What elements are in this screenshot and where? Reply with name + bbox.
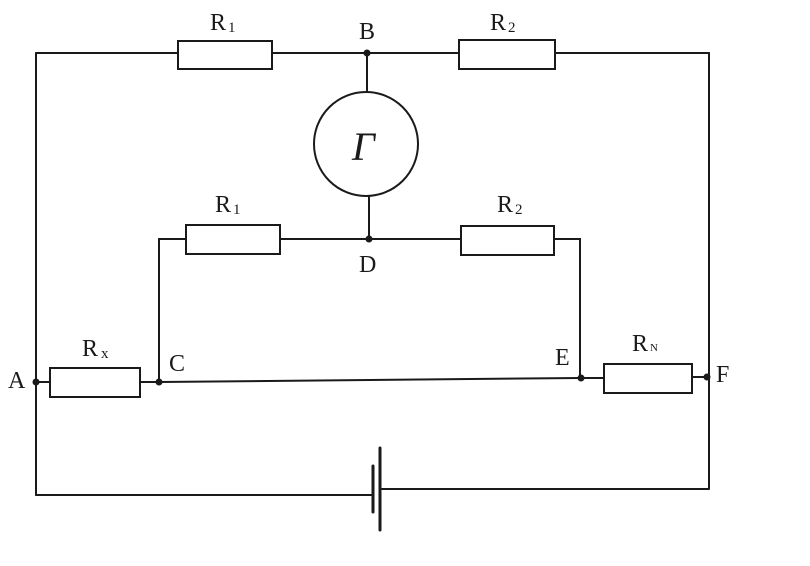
node-d-dot	[365, 235, 373, 243]
node-label-d: D	[359, 252, 376, 278]
node-f-dot	[703, 373, 711, 381]
resistor-top-left	[177, 40, 273, 70]
node-a-dot	[32, 378, 40, 386]
node-label-b: B	[359, 19, 375, 45]
node-label-f: F	[716, 362, 729, 388]
resistor-rn	[603, 363, 693, 394]
node-label-a: A	[8, 368, 26, 394]
node-label-e: E	[555, 345, 570, 371]
galvanometer-symbol: Г	[351, 124, 377, 169]
resistor-rx	[49, 367, 141, 398]
resistor-mid-right	[460, 225, 555, 256]
resistor-mid-left	[185, 224, 281, 255]
battery-symbol	[371, 446, 382, 532]
node-label-c: C	[169, 351, 185, 377]
node-c-dot	[155, 378, 163, 386]
galvanometer	[313, 91, 419, 197]
resistor-top-right	[458, 39, 556, 70]
node-e-dot	[577, 374, 585, 382]
